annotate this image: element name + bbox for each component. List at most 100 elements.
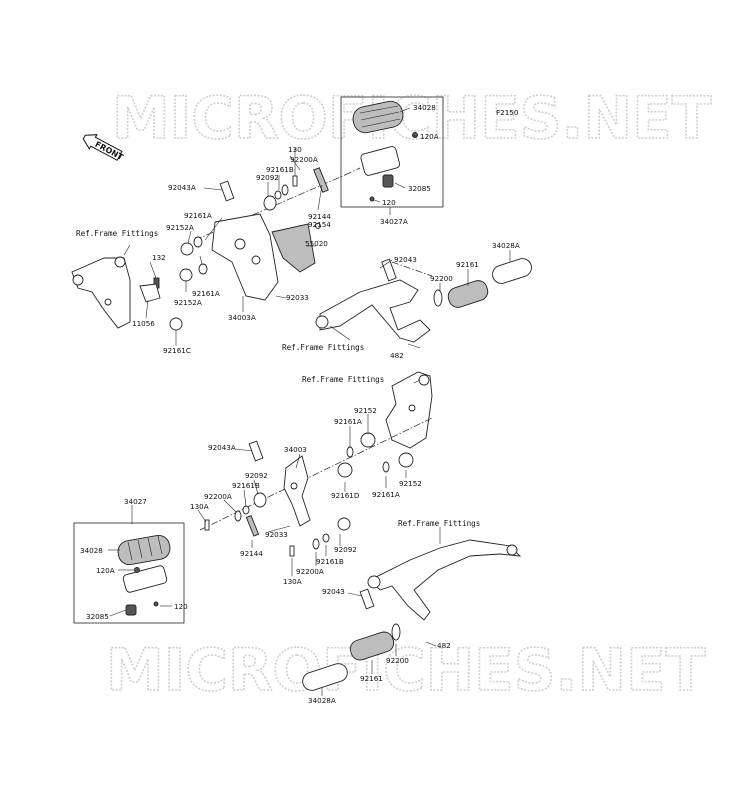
bracket-plate-34003A — [211, 213, 279, 301]
label-92152A-top2: 92152A — [174, 298, 202, 307]
washer-92161A-mid2 — [382, 461, 390, 473]
label-482-bot: 482 — [437, 641, 451, 650]
label-92043-top: 92043 — [394, 255, 417, 264]
watermark-bottom: MICROFICHES.NET — [106, 636, 706, 704]
label-130A-bot2: 130A — [283, 577, 302, 586]
label-130A-bot1: 130A — [190, 502, 209, 511]
label-ref-frame-2: Ref.Frame Fittings — [282, 343, 364, 352]
label-92161A-mid2: 92161A — [372, 490, 400, 499]
label-92092-bot2: 92092 — [334, 545, 357, 554]
label-92092-top: 92092 — [256, 173, 279, 182]
washer-92161A-mid1 — [346, 446, 354, 458]
frame-mount-right — [385, 371, 433, 449]
collar-92161C — [169, 317, 183, 331]
washer-92200A-bot1 — [234, 510, 242, 522]
label-92161A-mid1: 92161A — [334, 417, 362, 426]
bolt-130A-bot1 — [204, 519, 210, 531]
pin-92043A-top — [219, 180, 235, 202]
collar-92152A-top2 — [179, 268, 193, 282]
washer-92161B-bot2 — [322, 533, 330, 543]
washer-92154 — [315, 223, 321, 229]
frame-mount-left — [71, 257, 131, 329]
washer-92161A-top2 — [198, 263, 208, 275]
washer-92161B-bot1 — [242, 505, 250, 515]
collar-92092-bot2 — [337, 517, 351, 531]
bolt-130-top — [292, 175, 298, 187]
screw-120A-bot — [134, 567, 140, 573]
label-92144-bot: 92144 — [240, 549, 263, 558]
washer-92200-bot — [391, 623, 401, 641]
label-34003: 34003 — [284, 445, 307, 454]
footpeg-block-top — [382, 174, 394, 188]
label-32085-top: 32085 — [408, 184, 431, 193]
label-132: 132 — [152, 253, 166, 262]
washer-92161A-top1 — [193, 236, 203, 248]
bracket-11056 — [139, 283, 161, 303]
label-92200A-top: 92200A — [290, 155, 318, 164]
label-92152-b: 92152 — [399, 479, 422, 488]
label-34028-top: 34028 — [413, 103, 436, 112]
label-120A-top: 120A — [420, 132, 439, 141]
collar-92152A-top1 — [180, 242, 194, 256]
label-34028A-top: 34028A — [492, 241, 520, 250]
spring-92144-top — [313, 167, 329, 193]
bracket-34003 — [283, 455, 311, 527]
label-92200A-bot2: 92200A — [296, 567, 324, 576]
label-34028-bot: 34028 — [80, 546, 103, 555]
label-34028A-bot: 34028A — [308, 696, 336, 705]
label-130-top: 130 — [288, 145, 302, 154]
label-92161-top: 92161 — [456, 260, 479, 269]
footpeg-bracket-top — [360, 146, 401, 176]
label-92144-top: 92144 — [308, 212, 331, 221]
label-92200-top: 92200 — [430, 274, 453, 283]
collar-92092-top — [263, 195, 277, 211]
label-92161D: 92161D — [331, 491, 360, 500]
watermark-top: MICROFICHES.NET — [112, 84, 712, 152]
footpeg-rubber-bottom — [117, 534, 171, 566]
label-482-top: 482 — [390, 351, 404, 360]
label-34027A: 34027A — [380, 217, 408, 226]
label-120-bot: 120 — [174, 602, 188, 611]
bolt-130A-bot2 — [289, 545, 295, 557]
label-55020: 55020 — [305, 239, 328, 248]
label-ref-frame-1: Ref.Frame Fittings — [76, 229, 158, 238]
pin-92043-bot — [359, 588, 375, 610]
heel-guard-55020 — [271, 223, 316, 273]
label-92161-bot: 92161 — [360, 674, 383, 683]
collar-92161D — [337, 462, 353, 478]
washer-92200A-bot2 — [312, 538, 320, 550]
label-92092-bot1: 92092 — [245, 471, 268, 480]
footpeg-assembly-box-bottom — [73, 522, 185, 624]
brake-pedal-arm-bottom — [369, 539, 522, 621]
pin-120-bot — [153, 601, 159, 607]
footpeg-block-bottom — [125, 604, 137, 616]
label-ref-frame-4: Ref.Frame Fittings — [398, 519, 480, 528]
label-34003A: 34003A — [228, 313, 256, 322]
collar-92092-bot1 — [253, 492, 267, 508]
label-92033-top: 92033 — [286, 293, 309, 302]
washer-92161B-top — [274, 190, 282, 200]
label-ref-frame-3: Ref.Frame Fittings — [302, 375, 384, 384]
washer-92200A-top — [281, 184, 289, 196]
spring-92144-bot — [245, 515, 260, 537]
label-120A-bot: 120A — [96, 566, 115, 575]
page-label: F2150 — [496, 108, 519, 117]
label-92152A-top1: 92152A — [166, 223, 194, 232]
label-92152-a: 92152 — [354, 406, 377, 415]
grip-92161-top — [447, 280, 489, 308]
rubber-34028A-top — [492, 258, 532, 284]
washer-92200-top — [433, 289, 443, 307]
footpeg-assembly-box-top — [340, 96, 444, 208]
label-92161C: 92161C — [163, 346, 191, 355]
label-34027: 34027 — [124, 497, 147, 506]
label-92161A-top2: 92161A — [192, 289, 220, 298]
collar-92152-b — [398, 452, 414, 468]
screw-120A-top — [412, 132, 418, 138]
label-92033-bot: 92033 — [265, 530, 288, 539]
pin-92043A-bot — [248, 440, 264, 462]
label-32085-bot: 32085 — [86, 612, 109, 621]
label-92161B-bot1: 92161B — [232, 481, 260, 490]
label-92043A-top: 92043A — [168, 183, 196, 192]
